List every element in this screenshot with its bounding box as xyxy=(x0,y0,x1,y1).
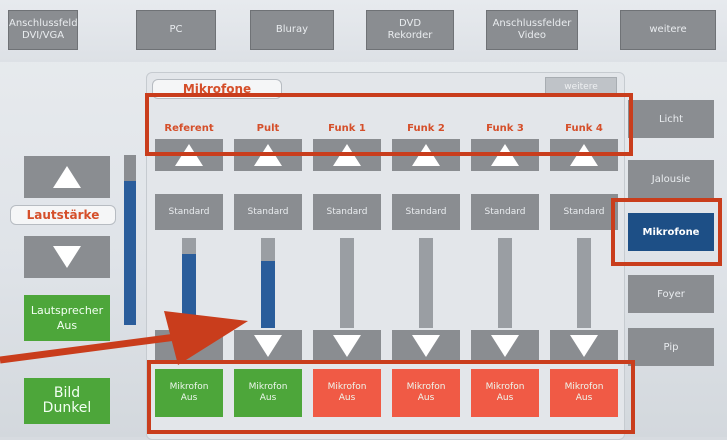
right-nav-jalousie[interactable]: Jalousie xyxy=(628,160,714,198)
channel-preset-button[interactable]: Standard xyxy=(155,194,223,230)
microphones-panel xyxy=(146,72,625,440)
channel-name: Pult xyxy=(256,122,280,134)
arrow-down-icon xyxy=(333,335,361,357)
channel-preset-button[interactable]: Standard xyxy=(234,194,302,230)
channel-down-button[interactable] xyxy=(313,330,381,362)
channel-level-meter xyxy=(261,238,275,328)
top-nav-anschlussfelder-video[interactable]: Anschlussfelder Video xyxy=(486,10,578,50)
right-nav-mikrofone[interactable]: Mikrofone xyxy=(628,213,714,251)
channel-level-fill xyxy=(261,260,275,328)
arrow-down-icon xyxy=(491,335,519,357)
channel-down-button[interactable] xyxy=(471,330,539,362)
arrow-down-icon xyxy=(53,246,81,268)
channel-down-button[interactable] xyxy=(234,330,302,362)
speaker-off-button[interactable]: Lautsprecher Aus xyxy=(24,295,110,341)
volume-label: Lautstärke xyxy=(10,205,116,225)
channel-name: Referent xyxy=(164,122,214,134)
channel-level-meter xyxy=(182,238,196,328)
annotation-box-mikrofone-nav xyxy=(611,198,722,266)
channel-preset-button[interactable]: Standard xyxy=(550,194,618,230)
channel-name: Funk 2 xyxy=(407,122,445,134)
arrow-down-icon xyxy=(412,335,440,357)
channel-mic-toggle-button[interactable]: Mikrofon Aus xyxy=(313,369,381,417)
channel-level-meter xyxy=(498,238,512,328)
arrow-up-icon xyxy=(53,166,81,188)
volume-down-button[interactable] xyxy=(24,236,110,278)
channel-name: Funk 4 xyxy=(565,122,603,134)
channel-name: Funk 1 xyxy=(328,122,366,134)
right-nav-pip[interactable]: Pip xyxy=(628,328,714,366)
channel-level-fill xyxy=(182,254,196,328)
arrow-down-icon xyxy=(254,335,282,357)
channel-level-meter xyxy=(340,238,354,328)
channel-name: Funk 3 xyxy=(486,122,524,134)
channel-down-button[interactable] xyxy=(392,330,460,362)
arrow-down-icon xyxy=(570,335,598,357)
channel-preset-button[interactable]: Standard xyxy=(392,194,460,230)
channel-mic-toggle-button[interactable]: Mikrofon Aus xyxy=(550,369,618,417)
top-navigation-bar: Anschlussfeld DVI/VGA PC Bluray DVD Reko… xyxy=(0,0,727,62)
channel-mic-toggle-button[interactable]: Mikrofon Aus xyxy=(234,369,302,417)
image-dark-button[interactable]: Bild Dunkel xyxy=(24,378,110,424)
right-nav-licht[interactable]: Licht xyxy=(628,100,714,138)
top-nav-dvd-rekorder[interactable]: DVD Rekorder xyxy=(366,10,454,50)
channel-mic-toggle-button[interactable]: Mikrofon Aus xyxy=(471,369,539,417)
top-nav-pc[interactable]: PC xyxy=(136,10,216,50)
annotation-box-mic-buttons xyxy=(147,360,635,434)
annotation-box-channel-labels xyxy=(145,93,633,156)
channel-down-button[interactable] xyxy=(550,330,618,362)
channel-preset-button[interactable]: Standard xyxy=(471,194,539,230)
channel-level-meter xyxy=(419,238,433,328)
channel-mic-toggle-button[interactable]: Mikrofon Aus xyxy=(155,369,223,417)
master-volume-fill xyxy=(124,180,136,325)
top-nav-weitere[interactable]: weitere xyxy=(620,10,716,50)
top-nav-anschlussfeld-dvi-vga[interactable]: Anschlussfeld DVI/VGA xyxy=(8,10,78,50)
channel-preset-button[interactable]: Standard xyxy=(313,194,381,230)
channel-mic-toggle-button[interactable]: Mikrofon Aus xyxy=(392,369,460,417)
top-nav-bluray[interactable]: Bluray xyxy=(250,10,334,50)
volume-up-button[interactable] xyxy=(24,156,110,198)
right-nav-foyer[interactable]: Foyer xyxy=(628,275,714,313)
master-volume-meter xyxy=(124,155,136,325)
channel-level-meter xyxy=(577,238,591,328)
